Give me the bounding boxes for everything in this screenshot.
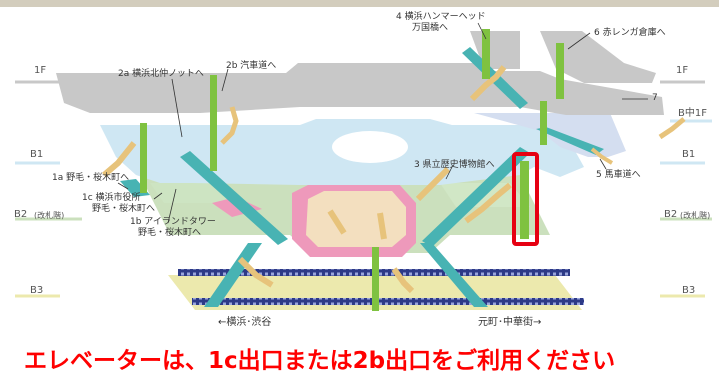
elevator-center-shaft [372, 247, 379, 311]
highlight-box [512, 152, 539, 246]
stairs-exit7 [658, 117, 686, 140]
level-label-b2-right: B2 [664, 209, 678, 220]
stairs-exit1a [102, 141, 137, 178]
level-label-bm1-right: B中1F [678, 108, 707, 119]
b2-concourse-beige-area [306, 191, 406, 247]
level-label-b3-right: B3 [682, 285, 696, 296]
level-note-b2-right: (改札階) [680, 211, 711, 220]
leader-1b [167, 188, 177, 224]
level-label-b3-left: B3 [30, 285, 44, 296]
elevator-exit1c-shaft [140, 123, 147, 193]
leader-3 [445, 166, 453, 180]
exit-label-1b-line2: 野毛・桜木町へ [138, 228, 202, 238]
escalators [120, 47, 604, 307]
leader-4 [477, 22, 487, 40]
escalator-left-b2-b3 [204, 243, 262, 307]
leader-2b [221, 68, 229, 92]
leader-6 [567, 32, 591, 50]
leader-2a [171, 78, 183, 138]
leader-lines [117, 22, 648, 224]
exit-label-2b: 2b 汽車道へ [226, 61, 277, 71]
exit-label-1b-line1: 1b アイランドタワー [130, 217, 216, 227]
stairs-exit4 [469, 65, 507, 102]
station-map: 1F B1 B2 (改札階) B3 1F B中1F B1 B2 (改札階) B3… [0, 7, 719, 332]
level-label-1f-left: 1F [34, 65, 47, 76]
elevator-exit6-shaft [556, 43, 564, 99]
level-label-b1-right: B1 [682, 149, 696, 160]
escalator-right-b1-b2 [422, 147, 530, 247]
exit-label-2a: 2a 横浜北仲ノットへ [118, 69, 204, 79]
stairs-exit5 [590, 147, 614, 165]
b1-atrium-opening [332, 131, 408, 163]
exit-label-1c-line2: 野毛・桜木町へ [92, 204, 156, 214]
elevator-highlighted-shaft [520, 161, 529, 239]
elevator-exit2b-shaft [210, 75, 217, 171]
1f-floor [56, 63, 664, 115]
stairs-exit3 [415, 166, 451, 202]
escalator-bm1 [536, 127, 604, 155]
elevator-notice: エレベーターは、1c出口または2b出口をご利用ください [24, 348, 616, 374]
escalator-right-b2-b3 [420, 243, 488, 307]
leader-5 [599, 158, 607, 170]
elevators [140, 29, 564, 311]
exit-label-7: 7 [652, 93, 658, 103]
level-guide-lines [15, 80, 712, 298]
direction-label-right: 元町･中華街→ [478, 317, 542, 328]
stairs-exit2b [220, 106, 239, 145]
exit-label-4-line2: 万国橋へ [412, 23, 449, 33]
leader-1a [117, 182, 129, 190]
exit-label-6: 6 赤レンガ倉庫へ [594, 28, 666, 38]
level-label-b2-left: B2 [14, 209, 28, 220]
1f-exit6-wing [540, 31, 656, 83]
stairs-b3-right [391, 267, 415, 294]
leader-1c [153, 192, 163, 200]
elevator-exit4-shaft [482, 29, 490, 79]
track-lower [192, 298, 584, 305]
top-band [0, 0, 719, 7]
level-note-b2-left: (改札階) [34, 211, 65, 220]
stairs [102, 65, 686, 294]
stairs-b2-center-right [377, 212, 387, 240]
direction-label-left: ←横浜･渋谷 [218, 317, 272, 328]
stairs-b2-center [327, 209, 347, 235]
elevator-bm1-shaft [540, 101, 547, 145]
escalator-left-b1-b2 [180, 151, 288, 245]
exit-label-5: 5 馬車道へ [596, 170, 641, 180]
station-map-diagram [15, 22, 712, 311]
stairs-b2-right [464, 182, 512, 224]
exit-label-4-line1: 4 横浜ハンマーヘッド [396, 12, 486, 22]
level-label-1f-right: 1F [676, 65, 689, 76]
level-label-b1-left: B1 [30, 149, 44, 160]
exit-label-3: 3 県立歴史博物館へ [414, 160, 495, 170]
stairs-b3-left [237, 256, 274, 288]
exit-label-1a: 1a 野毛・桜木町へ [52, 173, 130, 183]
exit-label-1c-line1: 1c 横浜市役所 [82, 193, 141, 203]
